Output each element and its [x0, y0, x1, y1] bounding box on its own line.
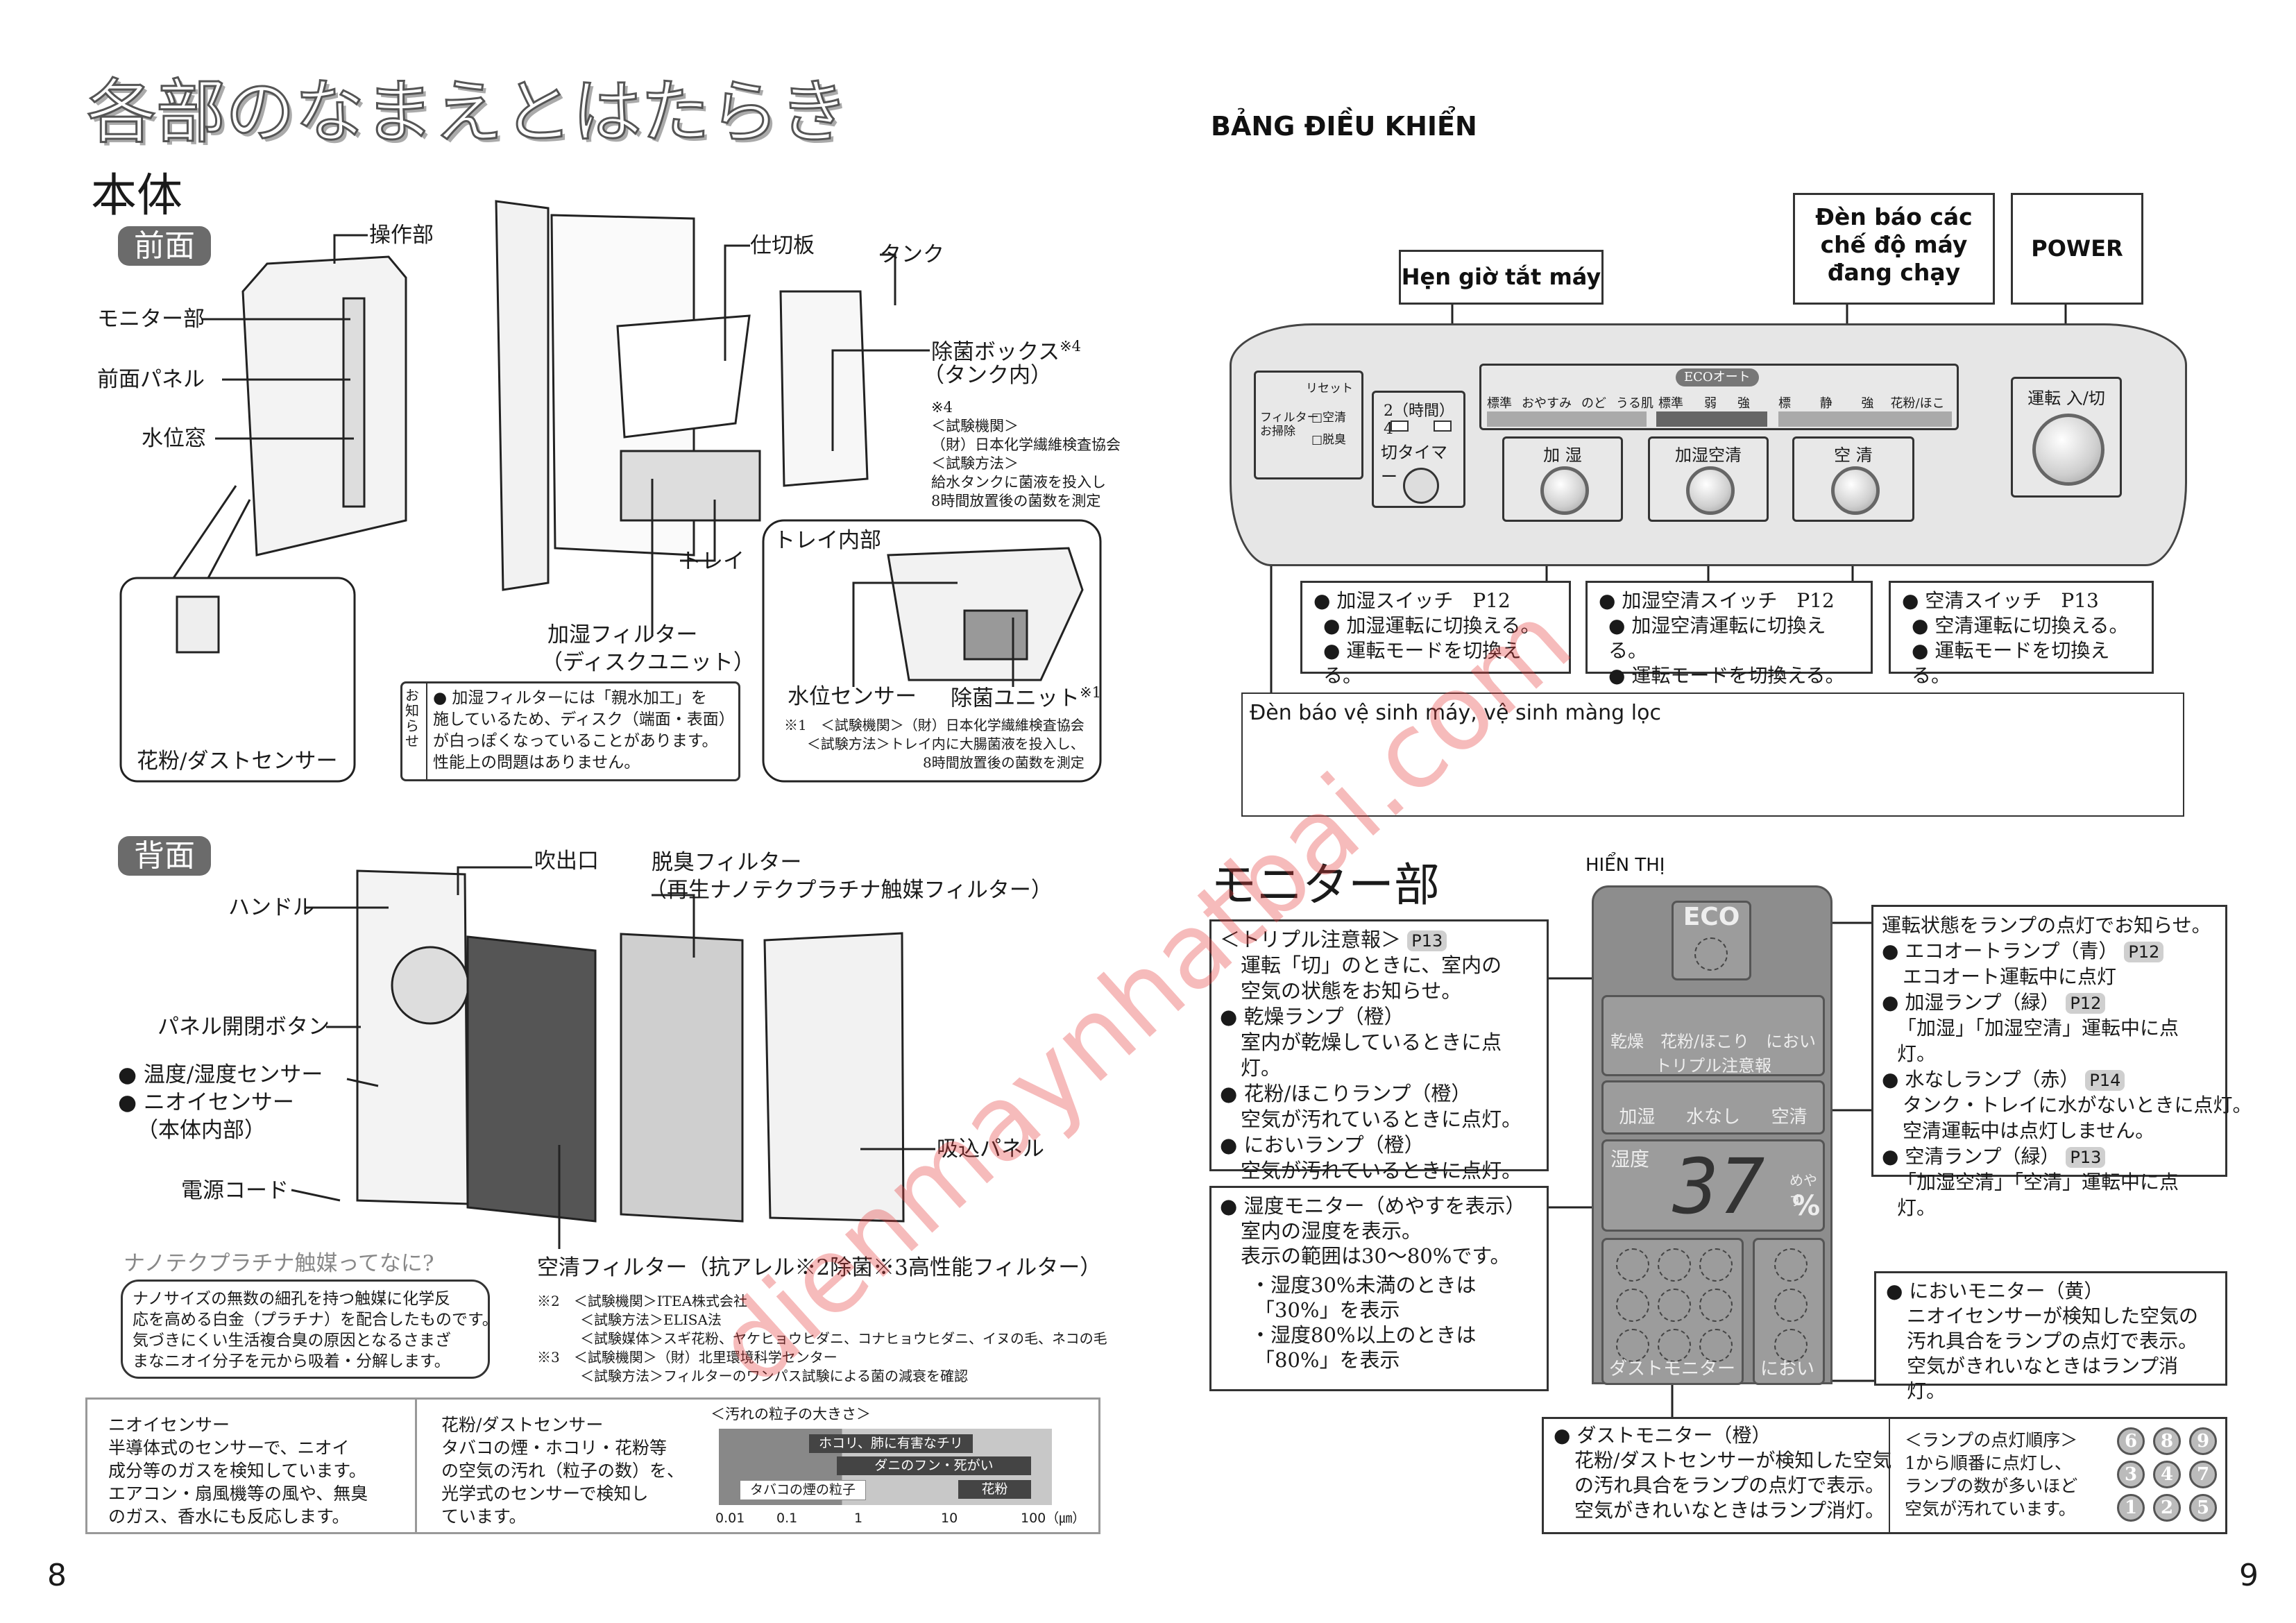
label-outlet: 吹出口 — [534, 849, 599, 874]
notice-side: お知らせ — [405, 687, 419, 749]
filter-indicator: リセット フィルター お掃除 □空清 □脱臭 — [1254, 371, 1363, 479]
display-label: HIỂN THỊ — [1585, 855, 1665, 876]
label-sterile-unit: 除菌ユニット※1 — [951, 684, 1101, 711]
front-badge: 前面 — [118, 226, 211, 266]
label-sterile-box: 除菌ボックス※4 — [931, 338, 1082, 365]
switch-desc-humidify-air: ● 加湿空清スイッチ P12● 加湿空清運転に切換える。● 運転モードを切換える… — [1585, 581, 1873, 687]
humidify-air-button[interactable]: 加湿空清 — [1648, 436, 1769, 522]
eco-lamp: ECO — [1672, 901, 1751, 980]
air-clean-button[interactable]: 空 清 — [1792, 436, 1914, 522]
callout-timer: Hẹn giờ tắt máy — [1399, 250, 1604, 305]
label-sterile-box-sub: （タンク内） — [923, 363, 1052, 388]
back-badge: 背面 — [118, 836, 211, 876]
nano-box: ナノサイズの無数の細孔を持つ触媒に化学反応を高める白金（プラチナ）を配合したもの… — [121, 1280, 498, 1379]
bar-mite: ダニのフン・死がい — [837, 1456, 1031, 1475]
label-cord: 電源コード — [181, 1178, 289, 1203]
label-water-window: 水位窓 — [142, 426, 206, 451]
page-number-right: 9 — [2239, 1558, 2259, 1593]
label-tray: トレイ — [680, 549, 745, 574]
status-lamps: 加湿水なし空清 — [1601, 1080, 1825, 1135]
label-inside: （本体内部） — [137, 1118, 266, 1143]
label-handle: ハンドル — [228, 895, 314, 920]
label-air-filter: 空清フィルター（抗アレル※2除菌※3高性能フィルター） — [537, 1255, 1102, 1280]
control-panel-heading: BẢNG ĐIỀU KHIỂN — [1211, 111, 1477, 142]
notes-2-3: ※2 ＜試験機関＞ITEA株式会社＜試験方法＞ELISA法＜試験媒体＞スギ花粉、… — [537, 1293, 1107, 1384]
odor-monitor-desc: ● においモニター（黄）ニオイセンサーが検知した空気の汚れ具合をランプの点灯で表… — [1874, 1271, 2227, 1402]
callout-mode: Đèn báo các chế độ máy đang chạy — [1793, 193, 1995, 305]
label-sensor: 花粉/ダストセンサー — [137, 749, 338, 774]
sensor-info-box: ニオイセンサー半導体式のセンサーで、ニオイ成分等のガスを検知しています。エアコン… — [85, 1397, 1100, 1534]
air-filter-drawing — [466, 935, 597, 1223]
label-deodor-sub: （再生ナノテクプラチナ触媒フィルター） — [645, 878, 1053, 903]
humidity-display: 湿度 37 めやす % — [1601, 1139, 1825, 1232]
open-unit-drawing — [495, 200, 550, 591]
label-deodor: 脱臭フィルター — [652, 850, 802, 875]
monitor-heading: モニター部 — [1211, 858, 1440, 912]
front-unit-drawing — [241, 255, 407, 556]
odor-monitor-lamps: におい — [1753, 1238, 1825, 1385]
label-hum-filter-sub: （ディスクユニット） — [541, 650, 755, 675]
back-unit-drawing — [356, 869, 469, 1205]
particle-chart: ホコリ、肺に有害なチリ ダニのフン・死がい タバコの煙の粒子 花粉 — [719, 1429, 1052, 1505]
bar-dust: ホコリ、肺に有害なチリ — [809, 1434, 973, 1453]
humidity-value: 37 — [1673, 1142, 1765, 1231]
callout-power: POWER — [2011, 193, 2143, 305]
label-partition: 仕切板 — [750, 233, 815, 258]
label-odor-sensor: ● ニオイセンサー — [118, 1090, 294, 1115]
label-tank: タンク — [880, 242, 944, 267]
callout-filter: Đèn báo vệ sinh máy, vệ sinh màng lọc — [1241, 692, 2184, 817]
switch-desc-air: ● 空清スイッチ P13● 空清運転に切換える。● 運転モードを切換える。 — [1889, 581, 2154, 687]
bar-pollen: 花粉 — [958, 1480, 1031, 1499]
label-water-sensor: 水位センサー — [788, 684, 917, 709]
power-button[interactable]: 運転 入/切 — [2011, 377, 2122, 498]
bar-smoke: タバコの煙の粒子 — [740, 1480, 867, 1500]
tank-drawing — [779, 290, 869, 487]
note-1: ※1 ＜試験機関＞（財）日本化学繊維検査協会＜試験方法＞トレイ内に大腸菌液を投入… — [784, 717, 1085, 771]
label-panel-button: パネル開閉ボタン — [158, 1014, 330, 1039]
switch-desc-humidify: ● 加湿スイッチ P12● 加湿運転に切換える。● 運転モードを切換える。 — [1300, 581, 1571, 687]
label-intake: 吸込パネル — [937, 1137, 1044, 1162]
deodor-filter-drawing — [620, 933, 744, 1223]
triple-alert-desc: ＜トリプル注意報＞ P13 運転「切」のときに、室内の空気の状態をお知らせ。 ●… — [1209, 919, 1549, 1182]
page-title: 各部のなまえとはたらき — [86, 71, 850, 154]
label-monitor: モニター部 — [97, 307, 205, 332]
dust-monitor-desc: ● ダストモニター（橙）花粉/ダストセンサーが検知した空気の汚れ具合をランプの点… — [1542, 1417, 2227, 1534]
label-hum-filter: 加湿フィルター — [547, 622, 698, 647]
eco-auto-badge: ECOオート — [1676, 368, 1759, 386]
label-control: 操作部 — [369, 223, 434, 248]
dust-monitor-lamps: ダストモニター — [1601, 1238, 1744, 1385]
humidify-button[interactable]: 加 湿 — [1502, 436, 1623, 522]
label-temp-sensor: ● 温度/湿度センサー — [118, 1062, 323, 1087]
notice-box: お知らせ ● 加湿フィルターには「親水加工」を施しているため、ディスク（端面・表… — [400, 681, 740, 781]
section-heading-body: 本体 — [91, 169, 182, 222]
nano-heading: ナノテクプラチナ触媒ってなに? — [124, 1251, 434, 1276]
off-timer-button[interactable]: 2（時間）4 切タイマー — [1372, 391, 1465, 508]
tray-inset-title: トレイ内部 — [774, 528, 881, 553]
display-panel: ECO 乾燥 花粉/ほこり においトリプル注意報 加湿水なし空清 湿度 37 め… — [1592, 885, 1832, 1385]
particle-chart-title: ＜汚れの粒子の大きさ＞ — [711, 1406, 871, 1422]
timer-button-icon — [1403, 468, 1439, 504]
triple-alert-lamps: 乾燥 花粉/ほこり においトリプル注意報 — [1601, 995, 1825, 1076]
label-front-panel: 前面パネル — [97, 367, 205, 392]
page-number-left: 8 — [47, 1558, 67, 1593]
humidity-desc: ● 湿度モニター（めやすを表示） 室内の湿度を表示。表示の範囲は30～80%です… — [1209, 1186, 1549, 1391]
